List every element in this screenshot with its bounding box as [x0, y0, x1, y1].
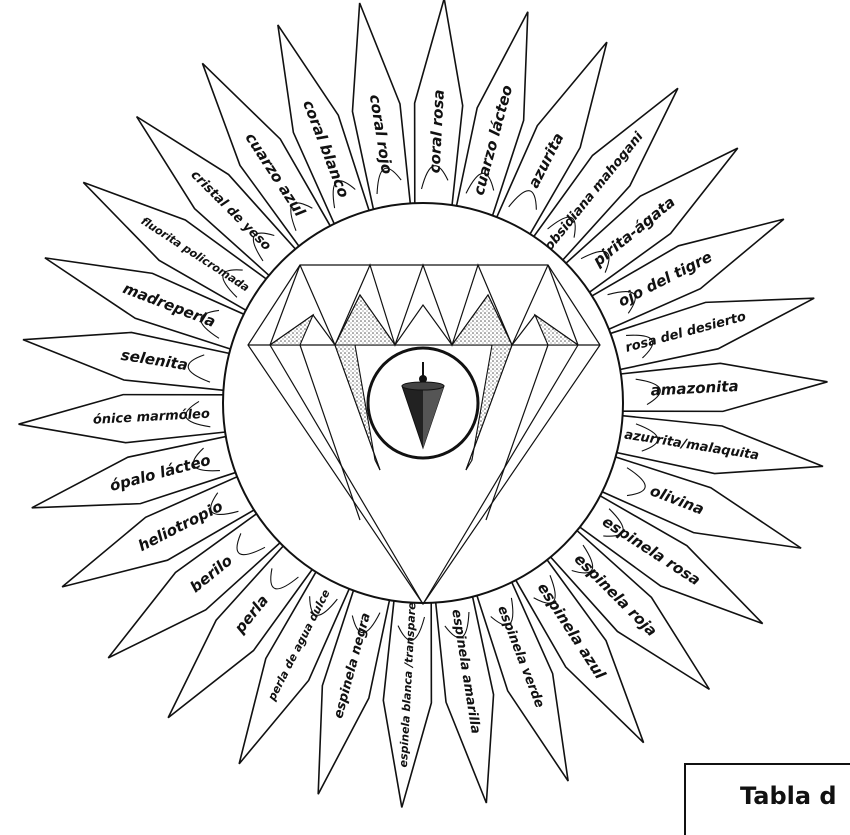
chart-title: Tabla d — [740, 782, 837, 810]
pendulum-icon — [368, 348, 478, 458]
